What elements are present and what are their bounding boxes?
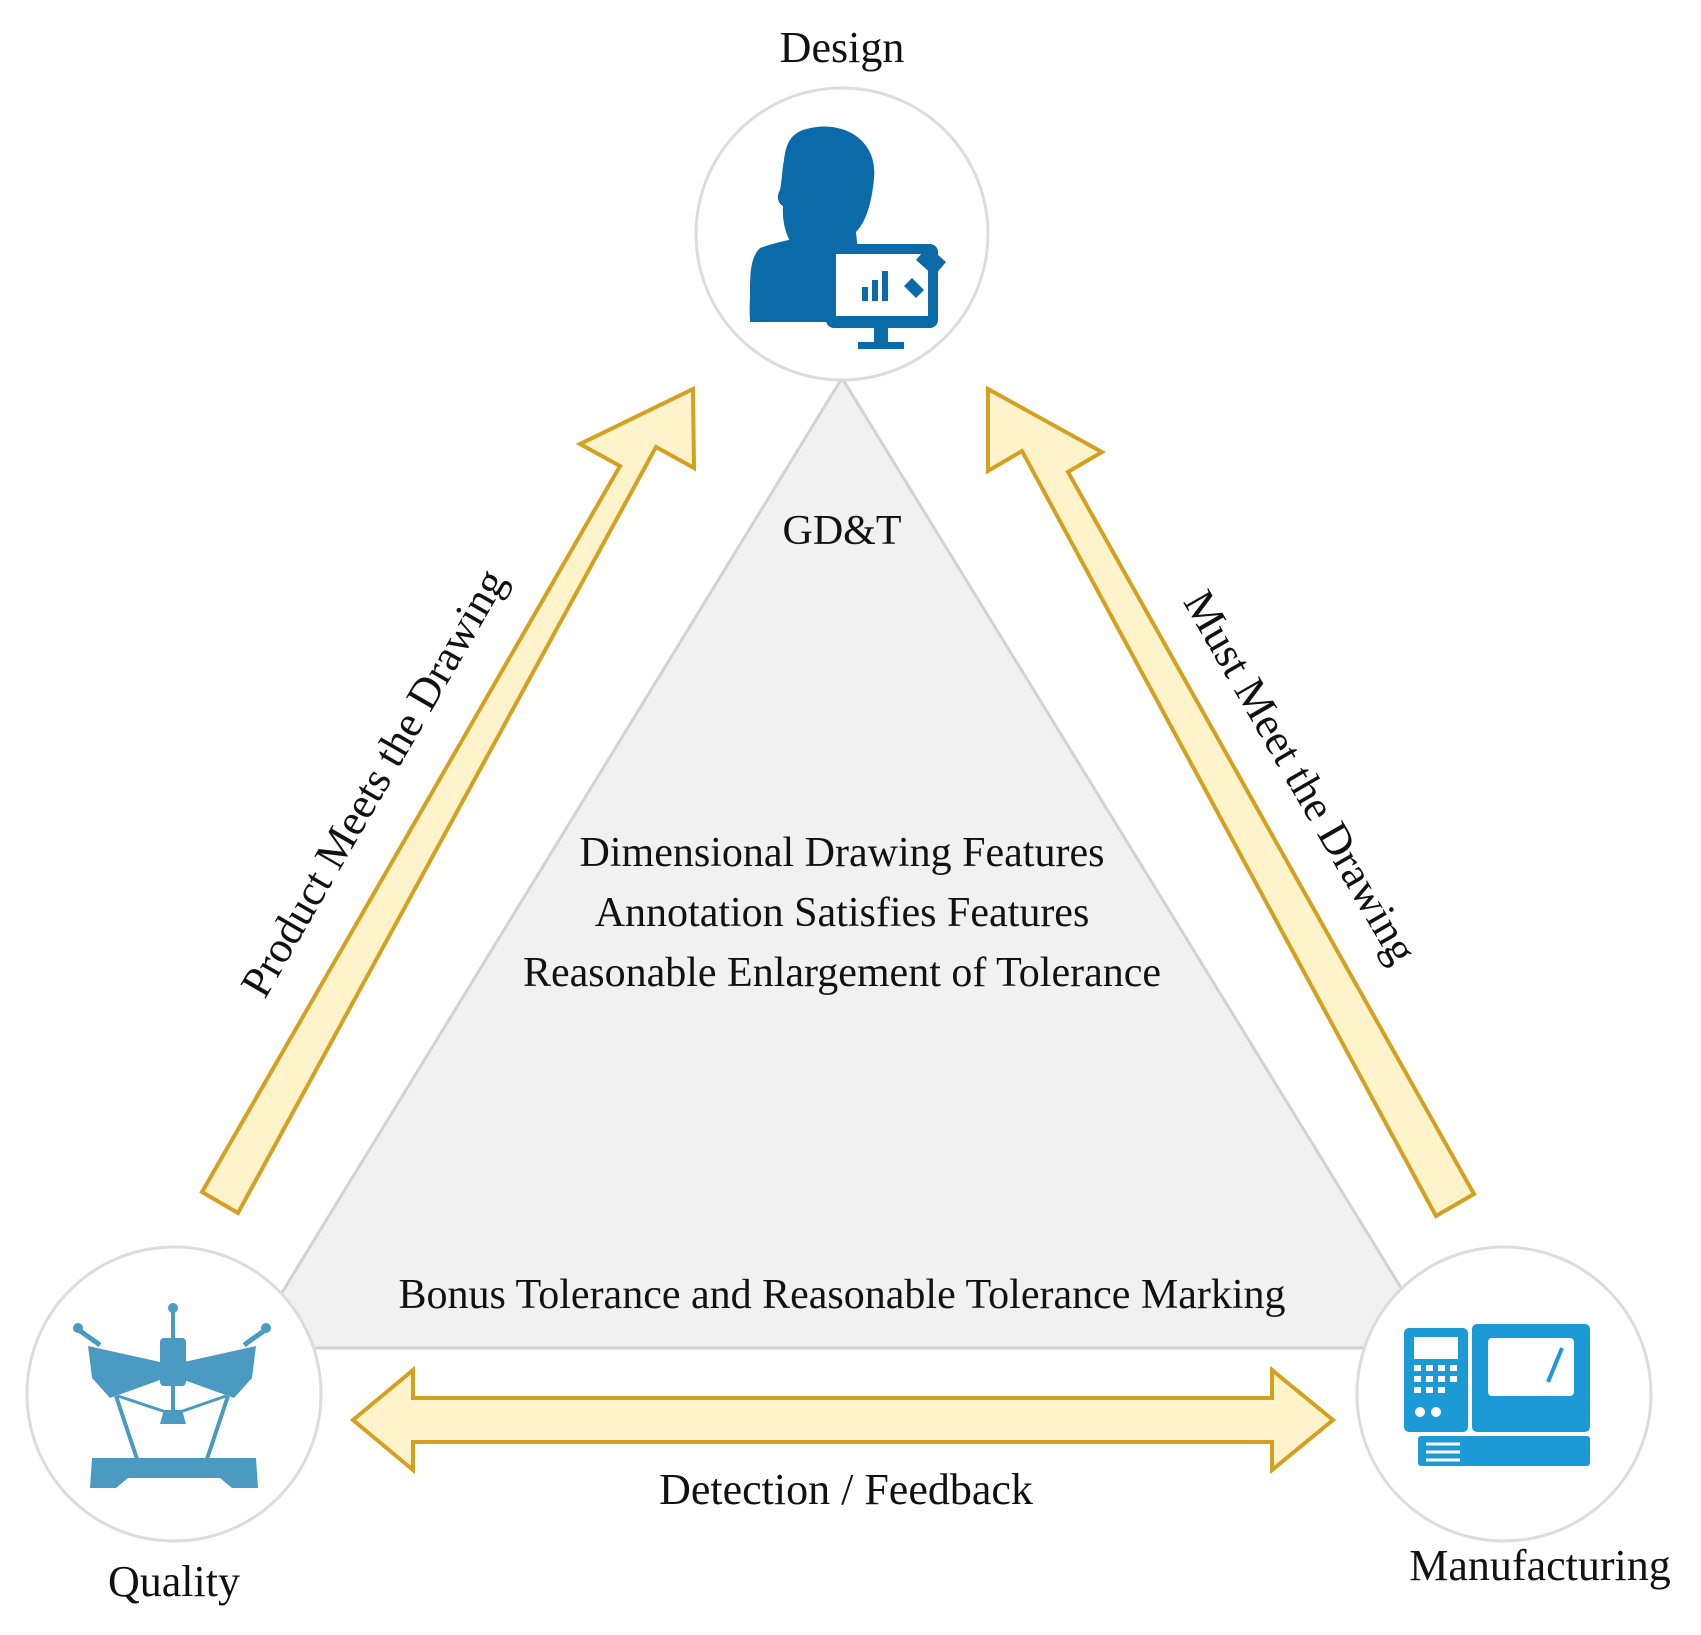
manufacturing-label: Manufacturing: [1409, 1541, 1670, 1590]
design-label: Design: [780, 23, 905, 72]
bottom-arrow-label: Detection / Feedback: [659, 1465, 1033, 1514]
center-line-3: Reasonable Enlargement of Tolerance: [523, 950, 1161, 996]
left-arrow: [199, 385, 697, 1216]
designer-computer-icon: [749, 126, 946, 349]
center-bottom-text: Bonus Tolerance and Reasonable Tolerance…: [398, 1272, 1285, 1318]
center-line-1: Dimensional Drawing Features: [580, 830, 1105, 876]
cnc-machine-icon: [1404, 1324, 1590, 1466]
center-line-2: Annotation Satisfies Features: [595, 890, 1090, 936]
right-arrow: [986, 385, 1477, 1219]
delta-robot-icon: [73, 1303, 271, 1488]
gdt-title: GD&T: [783, 508, 902, 554]
gdt-triangle: [245, 375, 1441, 1350]
bottom-double-arrow: [349, 1365, 1337, 1475]
quality-label: Quality: [108, 1557, 240, 1606]
